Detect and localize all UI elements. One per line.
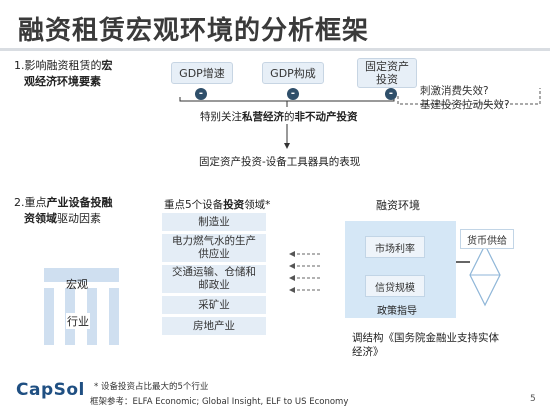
side-note-line2: 基建投资拉动失效? — [420, 99, 510, 111]
section-2-number: 2. — [14, 196, 25, 209]
restructure-text: 调结构《国务院金融业支持实体经济》 — [352, 332, 499, 358]
fields-header: 重点5个设备投资领域* — [164, 197, 270, 212]
industry-label: 行业 — [66, 313, 90, 329]
section-2-line2: 驱动因素 — [57, 212, 101, 225]
credit-scale-box: 信贷规模 — [365, 275, 425, 297]
fixed-asset-investment-box: 固定资产投资 — [357, 58, 417, 88]
macro-label: 宏观 — [66, 278, 88, 291]
side-note: 刺激消费失效? 基建投资拉动失效? — [420, 84, 510, 112]
minus-icon: - — [385, 88, 397, 100]
focus-plain-2: 的 — [284, 111, 295, 123]
section-1-line2: 观经济环境要素 — [24, 75, 101, 88]
title-divider — [0, 48, 550, 51]
footer-reference: 框架参考：ELFA Economic; Global Insight, ELF … — [90, 397, 349, 407]
field-mining: 采矿业 — [162, 296, 266, 314]
manifestation-text: 固定资产投资-设备工具器具的表现 — [199, 156, 361, 168]
focus-bold-private: 私营经济 — [242, 111, 284, 123]
focus-plain: 特别关注 — [200, 111, 242, 123]
focus-line: 特别关注私营经济的非不动产投资 — [200, 109, 358, 124]
gdp-growth-box: GDP增速 — [171, 62, 233, 84]
field-utilities: 电力燃气水的生产供应业 — [162, 234, 266, 262]
env-header: 融资环境 — [376, 199, 420, 212]
field-manufacturing: 制造业 — [162, 213, 266, 231]
section-1-line1: 影响融资租赁的 — [24, 59, 102, 72]
market-rate-box: 市场利率 — [365, 236, 425, 258]
section-1-number: 1. — [14, 59, 25, 72]
minus-icon: - — [287, 88, 299, 100]
side-note-line1: 刺激消费失效? — [420, 85, 489, 97]
fields-header-plain: 重点5个设备 — [164, 199, 224, 211]
capsol-logo: CapSol — [16, 380, 85, 400]
section-2-line1-bold: 产业设备投融 — [46, 196, 113, 209]
pillar-top-bar — [44, 268, 119, 282]
page-title: 融资租赁宏观环境的分析框架 — [18, 16, 370, 46]
money-supply-box: 货币供给 — [460, 229, 514, 249]
pillar-column — [44, 288, 54, 345]
section-1-label: 1.影响融资租赁的宏 观经济环境要素 — [14, 58, 134, 90]
policy-guidance: 政策指导 — [377, 306, 417, 317]
pillar-column — [87, 288, 97, 345]
field-transport: 交通运输、仓储和邮政业 — [162, 265, 266, 293]
pillar-column — [109, 288, 119, 345]
footer-note: * 设备投资占比最大的5个行业 — [94, 382, 209, 392]
field-real-estate: 房地产业 — [162, 317, 266, 335]
focus-bold-nonproperty: 非不动产投资 — [294, 111, 358, 123]
minus-icon: - — [195, 88, 207, 100]
section-2-line1: 重点 — [24, 196, 47, 209]
gdp-composition-box: GDP构成 — [262, 62, 324, 84]
fields-header-plain-2: 领域* — [244, 199, 271, 211]
section-2-line2-bold: 资领域 — [24, 212, 57, 225]
fields-header-bold: 投资 — [223, 199, 245, 211]
section-2-label: 2.重点产业设备投融 资领域驱动因素 — [14, 195, 154, 227]
section-1-line1-bold: 宏 — [101, 59, 113, 72]
page-number: 5 — [530, 394, 536, 404]
